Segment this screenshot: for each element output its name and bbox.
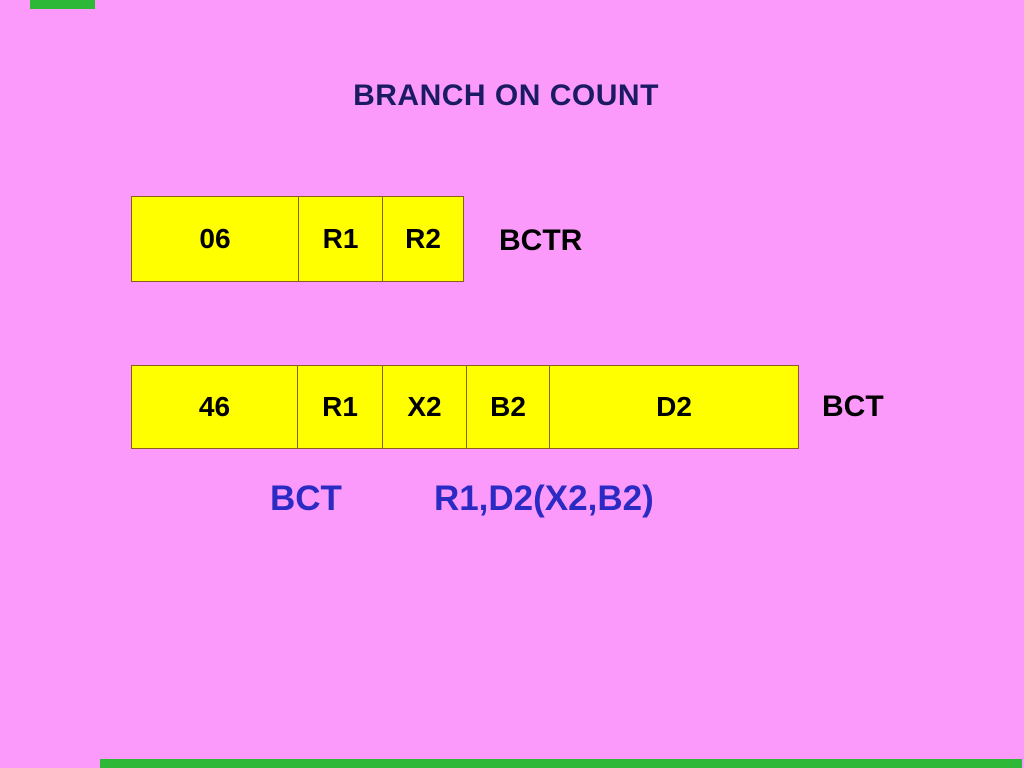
bctr-instruction-format-box: 06 R1 R2 [131, 196, 464, 282]
bct-mnemonic-label: BCT [822, 390, 884, 423]
bct-x2-cell: X2 [382, 366, 466, 448]
bottom-edge-green-strip [100, 759, 1022, 768]
top-edge-green-strip [30, 0, 95, 9]
assembler-operands: R1,D2(X2,B2) [433, 479, 654, 518]
bctr-r2-cell: R2 [382, 197, 463, 281]
bct-instruction-format-box: 46 R1 X2 B2 D2 [131, 365, 799, 449]
bctr-opcode-cell: 06 [199, 223, 231, 254]
bctr-r1-cell: R1 [298, 197, 382, 281]
assembler-statement: BCT R1,D2(X2,B2) [270, 479, 654, 519]
bct-d2-cell: D2 [549, 366, 798, 448]
bctr-mnemonic-label: BCTR [499, 224, 583, 257]
assembler-mnemonic: BCT [270, 479, 342, 518]
slide-title: BRANCH ON COUNT [353, 79, 659, 112]
bct-b2-cell: B2 [466, 366, 549, 448]
bct-opcode-cell: 46 [198, 391, 231, 422]
bct-r1-cell: R1 [297, 366, 382, 448]
